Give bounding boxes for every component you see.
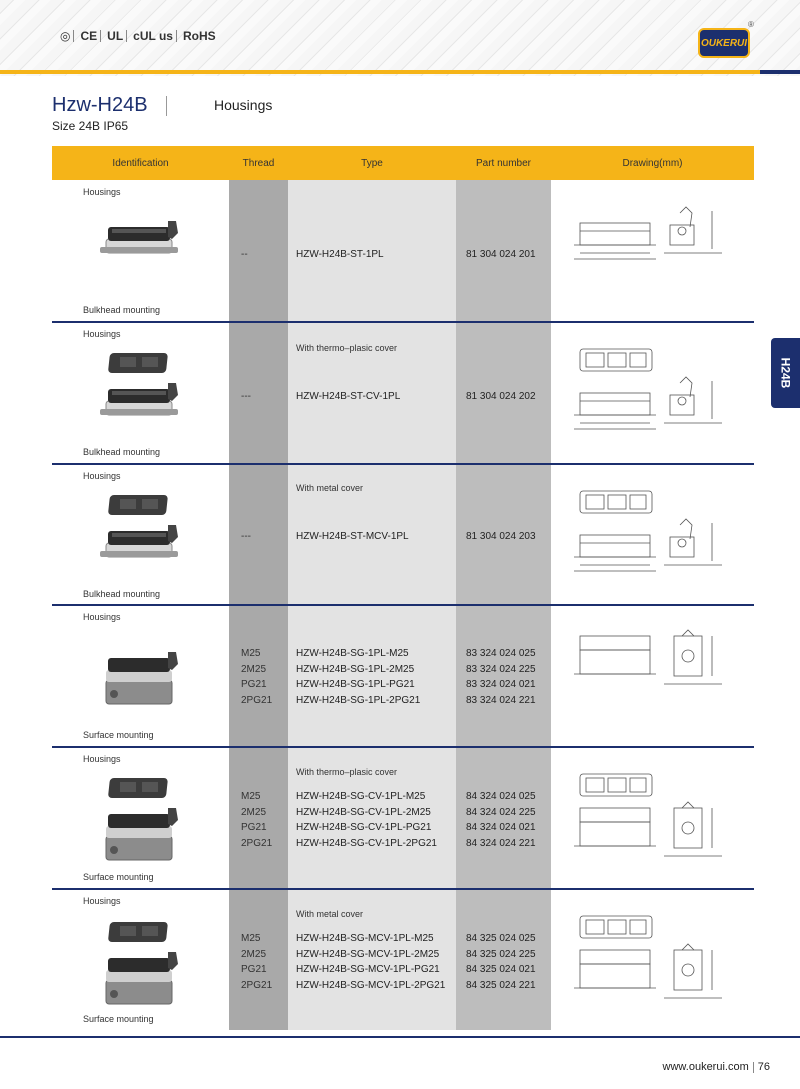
table-row: Housings Bulkhead mounting -- HZW-H24B-S… [52, 181, 754, 321]
housing-photo [99, 220, 179, 254]
identification-label: Housings [83, 471, 121, 481]
row-divider [52, 604, 754, 606]
thread-cell: -- [241, 249, 248, 260]
mounting-label: Surface mounting [83, 730, 154, 740]
mounting-label: Surface mounting [83, 1014, 154, 1024]
dimension-drawing [573, 915, 723, 999]
thread-cell: --- [241, 531, 251, 542]
part-number-cell: 81 304 024 202 [466, 391, 536, 402]
thread-cell: --- [241, 391, 251, 402]
cert-ce: CE [77, 30, 102, 42]
mounting-label: Bulkhead mounting [83, 447, 161, 457]
th-identification: Identification [112, 157, 169, 169]
part-number-cell: 81 304 024 201 [466, 249, 536, 260]
housing-photo [99, 495, 179, 558]
page-number: 76 [757, 1061, 770, 1073]
dimension-drawing [573, 348, 723, 430]
table-row: Housings Surface mounting With thermo–pl… [52, 748, 754, 888]
header-accent-line [0, 70, 760, 74]
identification-label: Housings [83, 896, 121, 906]
cert-rohs: RoHS [182, 29, 216, 43]
page-footer: www.oukerui.com 76 [663, 1061, 770, 1073]
th-type: Type [361, 157, 383, 169]
header-brand-line [760, 70, 800, 74]
dimension-drawing [573, 490, 723, 572]
th-drawing: Drawing(mm) [622, 157, 683, 169]
identification-label: Housings [83, 754, 121, 764]
mounting-label: Bulkhead mounting [83, 589, 161, 599]
mounting-label: Surface mounting [83, 872, 154, 882]
table-row: Housings Surface mounting With metal cov… [52, 890, 754, 1030]
housing-photo [105, 651, 179, 705]
identification-label: Housings [83, 612, 121, 622]
registered-mark-icon: ® [748, 20, 754, 29]
table-row: Housings Bulkhead mounting With thermo–p… [52, 323, 754, 463]
footer-divider [752, 1061, 754, 1073]
th-part-number: Part number [475, 157, 532, 169]
variant-note: With metal cover [296, 483, 364, 493]
dimension-drawing [573, 206, 723, 260]
cert-cul: cUL us [130, 30, 177, 42]
table-header: Identification Thread Type Part number D… [52, 146, 754, 180]
section-heading: Housings [214, 97, 273, 113]
part-number-cell: 81 304 024 203 [466, 531, 536, 542]
variant-note: With thermo–plasic cover [296, 767, 398, 777]
website-link[interactable]: www.oukerui.com [662, 1061, 749, 1073]
dimension-drawing [573, 773, 723, 857]
page-header [0, 0, 800, 76]
page-title: Hzw-H24B [52, 94, 148, 116]
variant-note: With thermo–plasic cover [296, 343, 398, 353]
page-subtitle: Size 24B IP65 [52, 119, 129, 133]
certification-marks: ◎ CE UL cUL us RoHS [57, 30, 219, 42]
type-cell: HZW-H24B-ST-MCV-1PL [296, 531, 409, 542]
housing-photo [99, 353, 179, 416]
type-cell: HZW-H24B-ST-1PL [296, 249, 384, 260]
side-tab[interactable]: H24B [771, 338, 800, 408]
table-row: Housings Bulkhead mounting With metal co… [52, 465, 754, 605]
title-divider [166, 96, 167, 116]
ccc-mark-icon: ◎ [57, 30, 75, 42]
cert-ul: UL [104, 30, 128, 42]
row-divider [52, 888, 754, 890]
identification-label: Housings [83, 329, 121, 339]
identification-label: Housings [83, 187, 121, 197]
row-divider [52, 463, 754, 465]
type-cell: HZW-H24B-ST-CV-1PL [296, 391, 401, 402]
housing-photo [105, 778, 179, 861]
housing-photo [105, 922, 179, 1005]
variant-note: With metal cover [296, 909, 364, 919]
table-bottom-line [0, 1036, 800, 1038]
dimension-drawing [573, 629, 723, 685]
th-thread: Thread [242, 157, 275, 169]
mounting-label: Bulkhead mounting [83, 305, 161, 315]
row-divider [52, 746, 754, 748]
row-divider [52, 321, 754, 323]
brand-logo: OUKERUI [698, 28, 750, 58]
